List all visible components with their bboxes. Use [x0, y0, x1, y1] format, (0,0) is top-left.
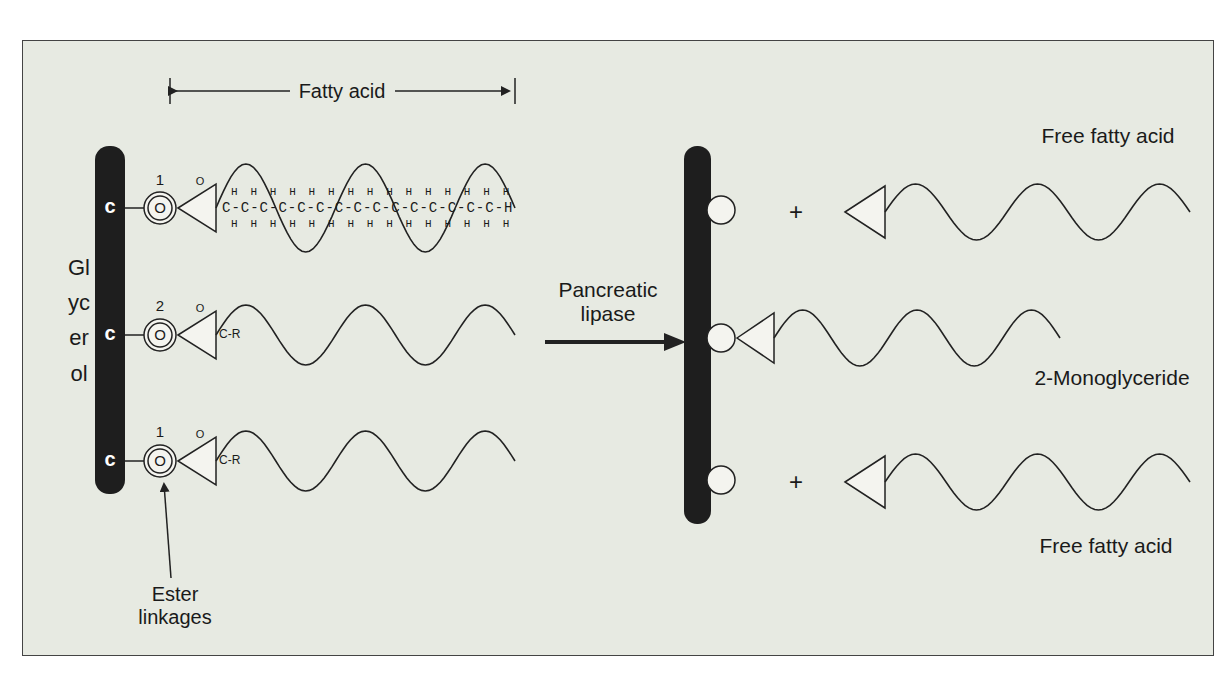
product-label: 2-Monoglyceride	[1034, 366, 1189, 390]
plus-sign: +	[789, 198, 803, 226]
bracket-label: Fatty acid	[299, 80, 386, 103]
fatty-acid-bracket	[170, 78, 515, 104]
reaction-arrow	[545, 340, 668, 344]
r-group: C-R	[219, 328, 240, 342]
carbon-chain: C-C-C-C-C-C-C-C-C-C-C-C-C-C-C-H	[222, 200, 513, 216]
carbon-letter: c	[104, 195, 115, 218]
hydrocarbon-chain	[216, 164, 1190, 510]
carbon-letter: c	[104, 322, 115, 345]
hydrogen-row: H H H H H H H H H H H H H H H	[231, 186, 512, 199]
chain-wave	[885, 184, 1190, 240]
carboxyl-triangle	[178, 184, 885, 508]
oxygen-symbol: O	[154, 326, 166, 343]
enzyme-label: Pancreatic lipase	[558, 278, 658, 326]
carbon-letter: c	[104, 448, 115, 471]
chain-wave	[885, 454, 1190, 510]
chain-wave	[216, 164, 515, 252]
product-label: Free fatty acid	[1041, 124, 1174, 148]
chain-wave	[774, 310, 1060, 366]
vertical-label: Glycerol	[68, 250, 90, 391]
hydrogen-row: H H H H H H H H H H H H H H H	[231, 218, 512, 231]
position-number: 2	[156, 297, 164, 314]
callout-label: Ester linkages	[130, 583, 220, 629]
plus-sign: +	[789, 468, 803, 496]
oxygen-symbol: O	[154, 199, 166, 216]
chain-wave	[216, 305, 515, 365]
leader-arrow	[164, 484, 171, 578]
glycerol-backbone	[95, 146, 125, 494]
position-number: 1	[156, 423, 164, 440]
position-number: 1	[156, 171, 164, 188]
ester-bond	[125, 208, 144, 461]
carbonyl-oxygen: O	[196, 428, 205, 441]
r-group: C-R	[219, 454, 240, 468]
oxygen-circle	[144, 192, 735, 494]
carbonyl-oxygen: O	[196, 175, 205, 188]
chain-wave	[216, 431, 515, 491]
product-label: Free fatty acid	[1039, 534, 1172, 558]
oxygen-symbol: O	[154, 452, 166, 469]
carbonyl-oxygen: O	[196, 302, 205, 315]
